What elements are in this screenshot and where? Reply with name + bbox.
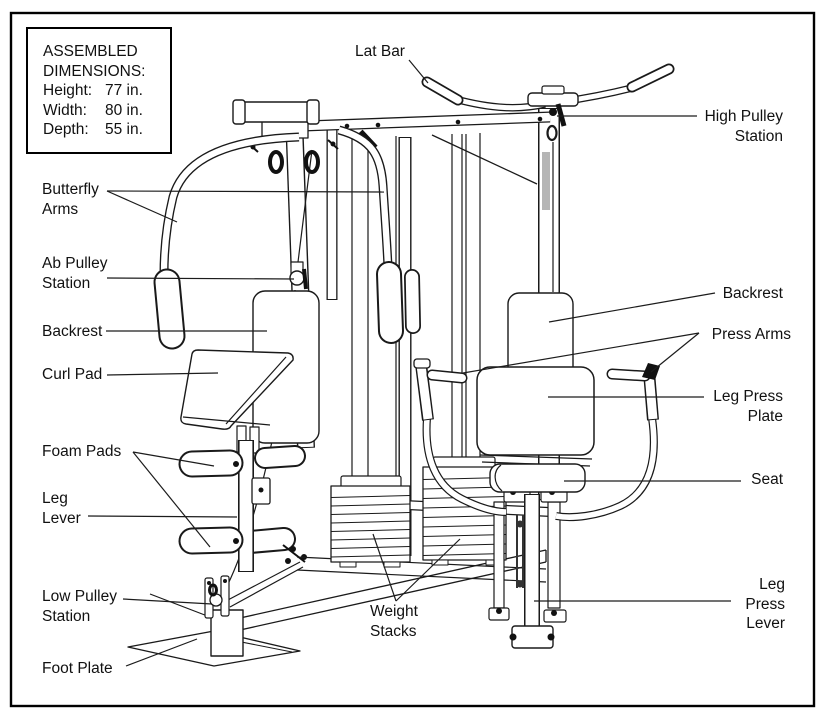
dimensions-title-line2: DIMENSIONS:: [43, 62, 146, 80]
frame-top-rail: [303, 111, 551, 185]
weight-stack-left: [330, 475, 411, 568]
press-arms-drawing: [413, 358, 660, 522]
foot-plate-drawing: [127, 609, 301, 667]
low-pulley-drawing: [204, 575, 230, 619]
leader-lines: [87, 59, 741, 667]
label-foam-pads: Foam Pads: [42, 443, 122, 460]
label-backrest-right: Backrest: [722, 285, 783, 302]
dimension-row-height: Height:77 in.: [43, 82, 143, 99]
butterfly-arms-drawing: [153, 125, 421, 350]
curl-pad-drawing: [180, 349, 294, 454]
dimension-row-depth: Depth:55 in.: [43, 121, 143, 138]
page-border: [9, 11, 816, 708]
leg-lever-drawing: [178, 440, 307, 572]
lat-bar-drawing: [421, 63, 675, 112]
tower-grip-shade: [542, 152, 550, 210]
assembled-dimensions-box: ASSEMBLED DIMENSIONS: Height:77 in. Widt…: [26, 27, 172, 154]
seat-drawing: [489, 463, 586, 493]
label-curl-pad: Curl Pad: [42, 366, 103, 383]
dimensions-title-line1: ASSEMBLED: [43, 43, 138, 60]
high-pulley-drawing: [546, 103, 567, 142]
label-lat-bar: Lat Bar: [355, 43, 405, 60]
dimension-row-width: Width:80 in.: [43, 101, 143, 119]
label-seat: Seat: [751, 471, 783, 488]
label-backrest-left: Backrest: [42, 323, 103, 340]
seat-assembly: [488, 463, 586, 649]
ab-pulley-drawing: [289, 261, 308, 306]
backrest-right-drawing: [507, 292, 574, 378]
label-press-arms: Press Arms: [711, 326, 791, 343]
label-foot-plate: Foot Plate: [42, 660, 113, 677]
leg-press-plate-drawing: [476, 366, 595, 467]
